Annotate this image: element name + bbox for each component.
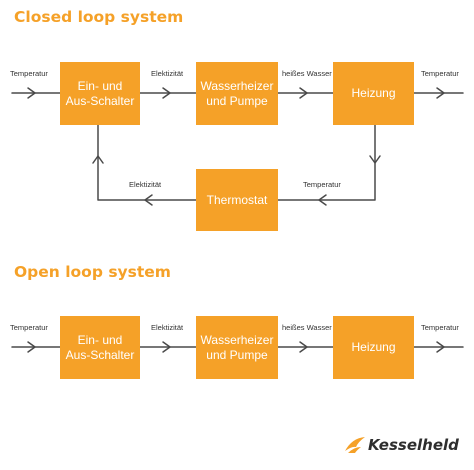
closed-water-label: heißes Wasser <box>282 69 332 78</box>
closed-heating-box: Heizung <box>333 62 414 125</box>
open-switch-box: Ein- und Aus-Schalter <box>60 316 140 379</box>
thermostat-box: Thermostat <box>196 169 278 231</box>
open-output-label: Temperatur <box>421 323 459 332</box>
closed-elec-arrow <box>162 87 171 99</box>
feedback-elec-label: Elektizität <box>129 180 162 189</box>
open-elec-label: Elektizität <box>151 323 184 332</box>
flame-wing-icon <box>345 437 365 453</box>
open-elec-arrow <box>162 341 171 353</box>
open-output-arrow <box>436 341 445 353</box>
feedback-arrow-down <box>369 155 381 164</box>
feedback-line-right <box>277 124 376 201</box>
feedback-arrow-up <box>92 155 104 164</box>
closed-water-arrow <box>299 87 308 99</box>
closed-input-label: Temperatur <box>10 69 48 78</box>
closed-output-arrow <box>436 87 445 99</box>
feedback-line-left <box>97 124 197 201</box>
feedback-arrow-left-2 <box>144 194 153 206</box>
closed-output-label: Temperatur <box>421 69 459 78</box>
open-loop-title: Open loop system <box>14 263 171 281</box>
kesselheld-logo: Kesselheld <box>344 433 468 457</box>
feedback-arrow-left-1 <box>318 194 327 206</box>
closed-loop-title: Closed loop system <box>14 8 184 26</box>
closed-heater-pump-box: Wasserheizer und Pumpe <box>196 62 278 125</box>
open-heater-pump-box: Wasserheizer und Pumpe <box>196 316 278 379</box>
open-water-arrow <box>299 341 308 353</box>
closed-input-arrow <box>27 87 36 99</box>
closed-switch-box: Ein- und Aus-Schalter <box>60 62 140 125</box>
closed-elec-label: Elektizität <box>151 69 184 78</box>
open-water-label: heißes Wasser <box>282 323 332 332</box>
feedback-temp-label: Temperatur <box>303 180 341 189</box>
logo-text: Kesselheld <box>368 436 459 454</box>
open-input-arrow <box>27 341 36 353</box>
open-input-label: Temperatur <box>10 323 48 332</box>
open-heating-box: Heizung <box>333 316 414 379</box>
